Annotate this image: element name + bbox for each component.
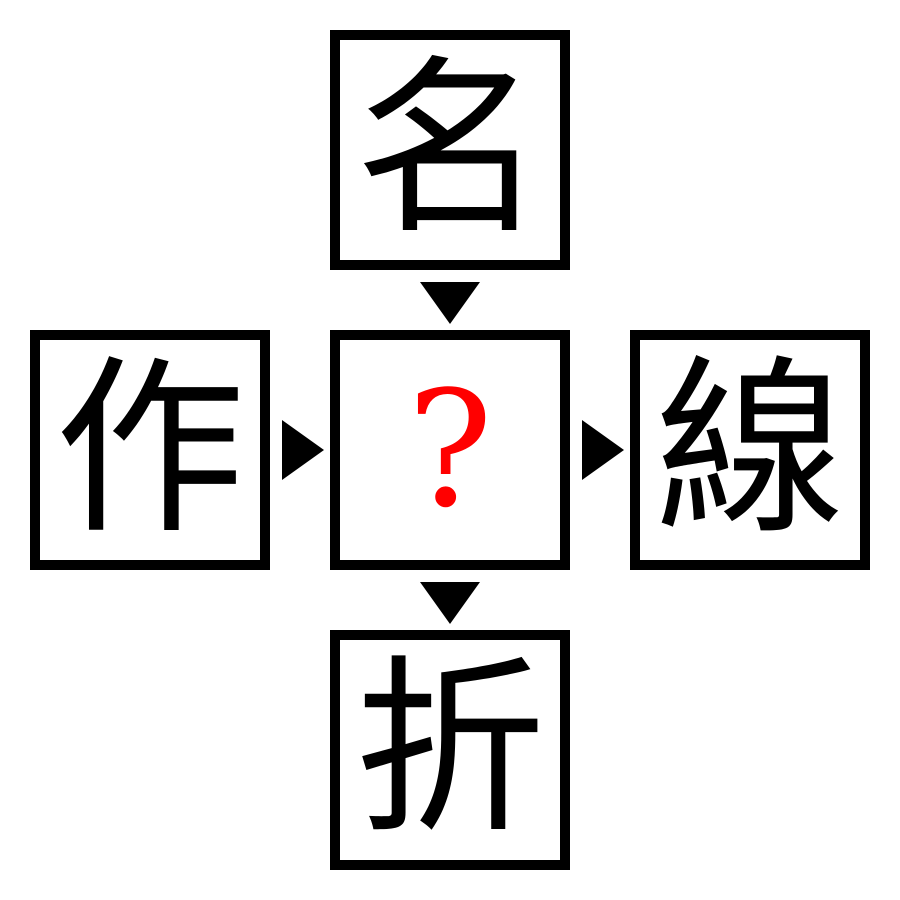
question-mark: ? <box>407 356 493 543</box>
kanji-box-right: 線 <box>630 330 870 570</box>
arrow-right-icon <box>582 420 624 480</box>
arrow-right-icon <box>282 420 324 480</box>
kanji-box-bottom: 折 <box>330 630 570 870</box>
kanji-top: 名 <box>354 39 545 260</box>
kanji-box-left: 作 <box>30 330 270 570</box>
kanji-left: 作 <box>54 339 245 560</box>
arrow-down-icon <box>420 582 480 624</box>
kanji-right: 線 <box>654 339 845 560</box>
kanji-box-top: 名 <box>330 30 570 270</box>
answer-box-center[interactable]: ? <box>330 330 570 570</box>
arrow-down-icon <box>420 282 480 324</box>
kanji-bottom: 折 <box>354 639 545 860</box>
